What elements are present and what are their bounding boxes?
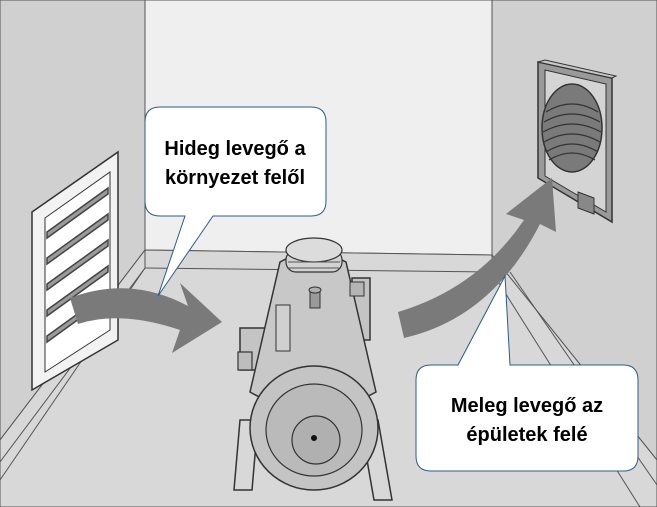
warm-air-label-line1: Meleg levegő az [451,395,603,417]
right-wall [491,0,657,461]
warm-air-label-line2: épületek felé [466,424,587,446]
cold-air-label-line2: környezet felől [165,167,305,189]
heat-pump-machine [233,237,393,501]
warm-air-arrow [398,178,556,338]
cold-air-callout: Hideg levegő a környezet felől [144,106,327,297]
exhaust-vent [537,59,618,224]
warm-air-callout: Meleg levegő az épületek felé [415,274,639,472]
cold-air-arrow [70,283,222,353]
cold-air-label-line1: Hideg levegő a [164,138,306,160]
